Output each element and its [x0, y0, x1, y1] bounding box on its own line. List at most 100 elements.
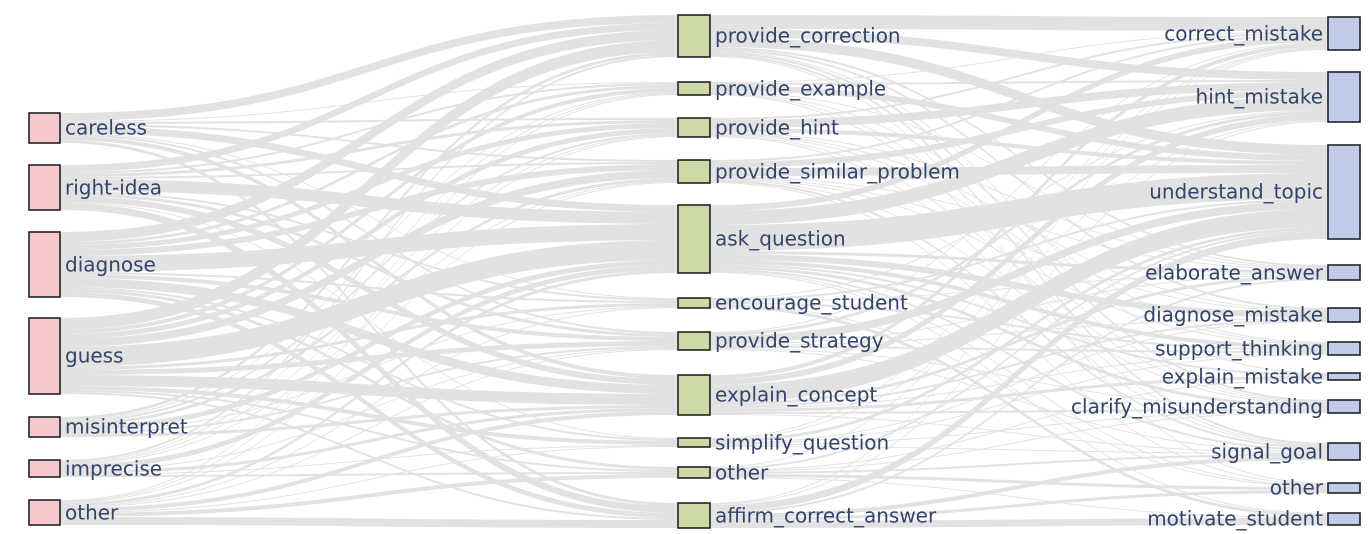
sankey-node-middle-provide_example[interactable]: [677, 81, 711, 96]
sankey-link-diagnose-to-encourage_student: [60, 272, 678, 303]
sankey-node-right-diagnose_mistake[interactable]: [1327, 307, 1361, 323]
sankey-link-ask_question-to-explain_mistake: [710, 264, 1328, 376]
sankey-link-guess-to-provide_strategy: [60, 341, 678, 375]
node-label-right-signal_goal: signal_goal: [1211, 439, 1323, 463]
sankey-node-middle-explain_concept[interactable]: [677, 374, 711, 416]
sankey-link-affirm_correct_answer-to-correct_mistake: [710, 49, 1328, 504]
sankey-links-layer: [60, 15, 1328, 528]
sankey-link-diagnose-to-affirm_correct_answer: [60, 292, 678, 518]
sankey-node-middle-simplify_question[interactable]: [677, 437, 711, 448]
sankey-link-misinterpret-to-explain_concept: [60, 405, 678, 437]
sankey-node-middle-provide_hint[interactable]: [677, 117, 711, 138]
sankey-link-guess-to-provide_hint: [60, 128, 678, 339]
sankey-link-imprecise-to-provide_similar_problem: [60, 181, 678, 465]
sankey-link-right-idea-to-explain_concept: [60, 196, 678, 385]
node-label-middle-ask_question: ask_question: [715, 226, 846, 251]
sankey-link-diagnose-to-other: [60, 289, 678, 470]
node-label-right-other: other: [1269, 475, 1323, 500]
sankey-node-right-correct_mistake[interactable]: [1327, 16, 1361, 51]
sankey-link-explain_concept-to-explain_mistake: [710, 376, 1328, 412]
sankey-link-imprecise-to-explain_concept: [60, 408, 678, 474]
sankey-link-affirm_correct_answer-to-elaborate_answer: [710, 278, 1328, 514]
sankey-node-middle-provide_correction[interactable]: [677, 14, 711, 58]
sankey-link-diagnose-to-simplify_question: [60, 287, 678, 441]
sankey-node-left-diagnose[interactable]: [28, 231, 61, 298]
sankey-link-other-to-motivate_student: [710, 477, 1328, 518]
sankey-link-imprecise-to-provide_strategy: [60, 348, 678, 471]
sankey-link-guess-to-simplify_question: [60, 386, 678, 445]
sankey-link-encourage_student-to-elaborate_answer: [710, 273, 1328, 302]
sankey-link-other-to-provide_strategy: [60, 349, 678, 508]
sankey-node-right-motivate_student[interactable]: [1327, 512, 1361, 526]
sankey-link-other-to-signal_goal: [710, 454, 1328, 474]
sankey-node-middle-encourage_student[interactable]: [677, 297, 711, 309]
sankey-link-other-to-clarify_misunderstanding: [710, 412, 1328, 472]
sankey-link-affirm_correct_answer-to-understand_topic: [710, 232, 1328, 512]
sankey-link-other-to-provide_example: [60, 94, 678, 501]
node-label-right-diagnose_mistake: diagnose_mistake: [1143, 302, 1323, 327]
sankey-link-affirm_correct_answer-to-hint_mistake: [710, 121, 1328, 505]
node-label-middle-provide_hint: provide_hint: [715, 115, 839, 139]
sankey-link-careless-to-provide_similar_problem: [60, 124, 678, 162]
node-label-left-right-idea: right-idea: [65, 175, 163, 199]
sankey-node-left-careless[interactable]: [28, 112, 61, 144]
sankey-node-left-other[interactable]: [28, 499, 61, 526]
sankey-link-diagnose-to-ask_question: [60, 224, 678, 272]
sankey-link-provide_strategy-to-correct_mistake: [710, 42, 1328, 333]
sankey-node-right-elaborate_answer[interactable]: [1327, 264, 1361, 281]
node-label-left-other: other: [65, 500, 119, 524]
sankey-link-ask_question-to-correct_mistake: [710, 36, 1328, 211]
node-label-right-support_thinking: support_thinking: [1154, 336, 1323, 360]
sankey-node-right-other[interactable]: [1327, 482, 1361, 494]
sankey-link-other-to-provide_hint: [60, 136, 678, 502]
sankey-node-right-understand_topic[interactable]: [1327, 144, 1361, 240]
sankey-link-provide_similar_problem-to-correct_mistake: [710, 34, 1328, 162]
sankey-link-affirm_correct_answer-to-motivate_student: [710, 518, 1328, 528]
sankey-link-other-to-explain_mistake: [710, 379, 1328, 471]
sankey-link-imprecise-to-provide_hint: [60, 135, 678, 464]
sankey-link-provide_hint-to-support_thinking: [710, 134, 1328, 344]
node-label-middle-provide_similar_problem: provide_similar_problem: [715, 159, 960, 183]
node-label-right-explain_mistake: explain_mistake: [1161, 364, 1323, 388]
sankey-node-right-explain_mistake[interactable]: [1327, 372, 1361, 381]
sankey-link-explain_concept-to-elaborate_answer: [710, 275, 1328, 406]
sankey-link-ask_question-to-signal_goal: [710, 269, 1328, 451]
sankey-node-right-support_thinking[interactable]: [1327, 341, 1361, 356]
sankey-link-diagnose-to-provide_correction: [60, 30, 678, 242]
sankey-link-right-idea-to-provide_correction: [60, 23, 678, 172]
sankey-link-guess-to-provide_correction: [60, 40, 678, 330]
sankey-node-left-imprecise[interactable]: [28, 459, 61, 478]
sankey-node-left-misinterpret[interactable]: [28, 416, 61, 438]
sankey-link-right-idea-to-provide_hint: [60, 120, 678, 177]
sankey-link-careless-to-ask_question: [60, 126, 678, 212]
sankey-link-other-to-encourage_student: [60, 307, 678, 507]
sankey-link-simplify_question-to-correct_mistake: [710, 47, 1328, 439]
sankey-link-simplify_question-to-clarify_misunderstanding: [710, 411, 1328, 446]
node-label-middle-affirm_correct_answer: affirm_correct_answer: [715, 503, 937, 527]
sankey-node-middle-other[interactable]: [677, 466, 711, 479]
sankey-node-middle-ask_question[interactable]: [677, 204, 711, 274]
sankey-node-right-signal_goal[interactable]: [1327, 442, 1361, 461]
sankey-node-middle-affirm_correct_answer[interactable]: [677, 502, 711, 529]
sankey-link-other-to-explain_concept: [60, 411, 678, 512]
sankey-link-simplify_question-to-diagnose_mistake: [710, 321, 1328, 444]
sankey-node-left-guess[interactable]: [28, 317, 61, 395]
sankey-link-right-idea-to-ask_question: [60, 179, 678, 224]
sankey-link-provide_strategy-to-clarify_misunderstanding: [710, 348, 1328, 409]
node-label-left-diagnose: diagnose: [65, 252, 156, 276]
sankey-node-middle-provide_strategy[interactable]: [677, 331, 711, 351]
node-label-left-guess: guess: [65, 343, 124, 368]
sankey-link-ask_question-to-hint_mistake: [710, 96, 1328, 225]
sankey-link-encourage_student-to-hint_mistake: [710, 110, 1328, 299]
sankey-node-middle-provide_similar_problem[interactable]: [677, 159, 711, 184]
sankey-link-provide_strategy-to-hint_mistake: [710, 111, 1328, 336]
sankey-link-provide_similar_problem-to-clarify_misunderstanding: [710, 179, 1328, 405]
sankey-link-imprecise-to-ask_question: [60, 265, 678, 470]
sankey-node-left-right-idea[interactable]: [28, 164, 61, 211]
sankey-node-right-clarify_misunderstanding[interactable]: [1327, 399, 1361, 414]
sankey-node-right-hint_mistake[interactable]: [1327, 71, 1361, 123]
sankey-link-other-to-understand_topic: [710, 230, 1328, 470]
sankey-link-explain_concept-to-signal_goal: [710, 414, 1328, 453]
node-label-left-misinterpret: misinterpret: [65, 414, 188, 439]
